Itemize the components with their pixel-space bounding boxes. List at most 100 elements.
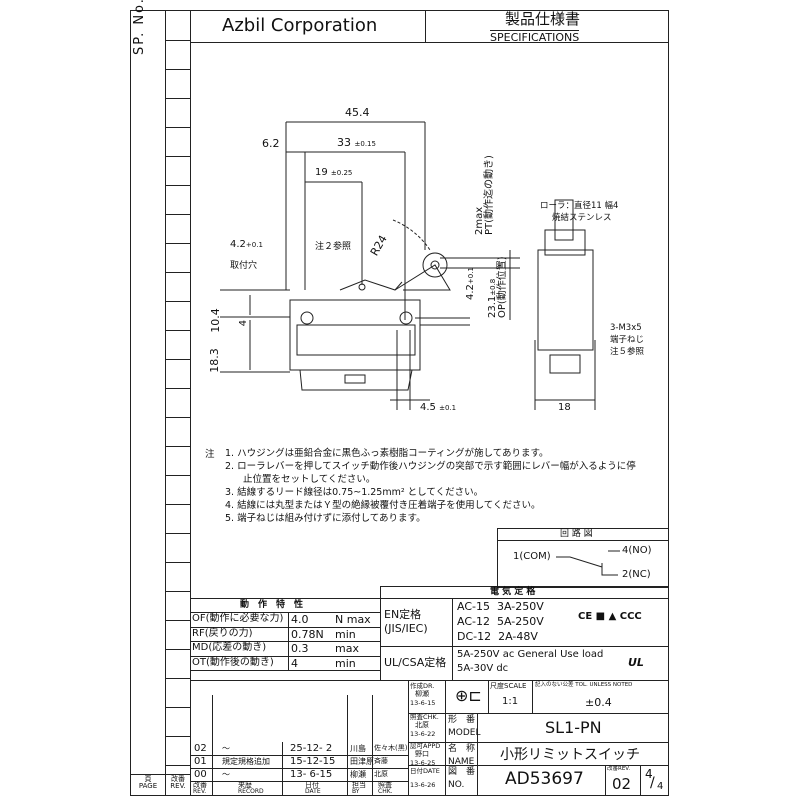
page-en: PAGE (138, 782, 158, 790)
strip-row-line (165, 591, 190, 592)
strip-row-line (165, 475, 190, 476)
rev-header-chk: 照査 (378, 781, 392, 789)
spec-title-en: SPECIFICATIONS (490, 30, 580, 44)
rev-header-record-en: RECORD (238, 788, 264, 795)
terminal-note-2: 端子ねじ (610, 335, 645, 345)
hole-tol: +0.1 (245, 241, 263, 249)
ul-label: UL/CSA定格 (384, 656, 447, 669)
hole-pitch: 33 (337, 136, 351, 149)
strip-row-line (165, 243, 190, 244)
tb-appd-label: 認可APPD (410, 742, 441, 750)
circuit-com: 1(COM) (513, 551, 551, 562)
notes-list: 1. ハウジングは亜鉛合金に黒色ふっ素樹脂コーティングが施してあります。 2. … (225, 447, 636, 525)
cert-marks: CE ■ ▲ CCC (578, 611, 642, 622)
grid-line (640, 765, 641, 795)
grid-line (408, 680, 409, 795)
note-4: 4. 結線には丸型またはＹ型の絶縁被覆付き圧着端子を使用してください。 (225, 500, 541, 511)
bottom-tol: ±0.1 (439, 404, 457, 412)
terminal-note-1: 3-M3x5 (610, 323, 642, 333)
strip-row-line (165, 40, 190, 41)
circuit-nc: 2(NC) (622, 569, 651, 580)
tb-model-en: MODEL (448, 728, 481, 738)
tb-name-en: NAME (448, 757, 475, 767)
spec-title-jp: 製品仕様書 (505, 10, 581, 28)
operating-value: 4.0 (291, 613, 309, 626)
strip-row-line (165, 417, 190, 418)
tb-date-label: 日付DATE (410, 767, 440, 775)
side-view (537, 249, 594, 351)
tb-dr-label: 作成DR. (410, 682, 435, 690)
main-frame (190, 10, 669, 796)
page-jp: 頁 (144, 775, 152, 783)
strip-row-line (165, 156, 190, 157)
roller-note: ローラ：直径11 幅4 焼結ステンレス (540, 200, 618, 224)
hole-pitch-tol: ±0.15 (354, 140, 376, 148)
rev-header-record: 来歴 (238, 781, 252, 789)
grid-line (372, 695, 373, 795)
product-name: 小形リミットスイッチ (500, 747, 640, 763)
operating-key: OF(動作に必要な力) (192, 613, 284, 624)
dim-hole: 4.2+0.1 (230, 240, 263, 250)
rev-date: 25-12- 2 (290, 743, 333, 754)
strip-row-line (165, 678, 190, 679)
rev-record: ～ (222, 770, 230, 779)
bottom: 4.5 (420, 402, 436, 413)
operating-key: RF(戻りの力) (192, 627, 253, 639)
rev-jp: 改番 (171, 775, 185, 783)
rev-record: 規定規格追加 (222, 757, 270, 766)
rev-chk: 斉藤 (374, 757, 388, 765)
tol-value: ±0.4 (585, 696, 612, 709)
ul-row-2: 5A-30V dc (457, 663, 509, 674)
dim-bottom: 4.5 ±0.1 (420, 403, 456, 413)
rev-record: ～ (222, 744, 230, 753)
tb-no-jp: 図 番 (448, 767, 476, 777)
operating-title: 動 作 特 性 (240, 600, 304, 610)
strip-row-line (165, 562, 190, 563)
scale-label: 尺度SCALE (490, 682, 527, 690)
rev-header-by: 担当 (352, 781, 366, 789)
tb-appd-name: 野口 (415, 750, 429, 758)
note2-ref: 注２参照 (315, 242, 352, 252)
roller-note-2: 焼結ステンレス (552, 213, 612, 223)
ul-row-1: 5A-250V ac General Use load (457, 649, 604, 660)
dim-offset: 6.2 (262, 137, 280, 150)
model-number: SL1-PN (545, 718, 602, 737)
tol-label: 記入のない公差 TOL. UNLESS NOTED (535, 682, 633, 688)
v-hole: 4.2 (465, 284, 476, 300)
operating-unit: N max (335, 613, 371, 626)
strip-row-line (165, 736, 190, 737)
row-line (190, 655, 380, 657)
strip-row-line (165, 69, 190, 70)
col-line (288, 612, 289, 670)
strip-row-line (165, 301, 190, 302)
dim-hole-pitch: 33 ±0.15 (337, 137, 376, 148)
note-2-cont: 止位置をセットしてください。 (243, 474, 376, 485)
pt-label: PT(動作迄の動き) (484, 155, 495, 235)
grid-line (408, 742, 669, 743)
strip-row-line (165, 330, 190, 331)
ul-mark: UL (628, 656, 644, 669)
rev-label: 改番REV. (607, 766, 631, 772)
rev-header-date-en: DATE (305, 788, 321, 795)
roller-note-1: ローラ：直径11 幅4 (540, 201, 619, 211)
rev-en: REV. (170, 782, 186, 790)
mount-hole-left (300, 311, 314, 325)
rev-date: 15-12-15 (290, 756, 336, 767)
dim-h1: 10.4 (208, 308, 222, 333)
operating-key: MD(応差の動き) (192, 642, 267, 653)
rev-header-rev-en: REV. (193, 788, 207, 795)
en-label: EN定格 (384, 608, 422, 621)
strip-row-line (165, 446, 190, 447)
strip-row-line (165, 504, 190, 505)
strip-row-line (165, 127, 190, 128)
strip-row-line (165, 359, 190, 360)
row-line (190, 612, 380, 613)
rev-header-by-en: BY (352, 788, 360, 795)
grid-line (408, 713, 669, 714)
strip-row-line (165, 707, 190, 708)
sheet-total: 4 (657, 781, 664, 792)
circuit-no: 4(NO) (622, 545, 652, 556)
electrical-title: 電 気 定 格 (490, 587, 536, 597)
dim-overall: 45.4 (345, 106, 370, 119)
